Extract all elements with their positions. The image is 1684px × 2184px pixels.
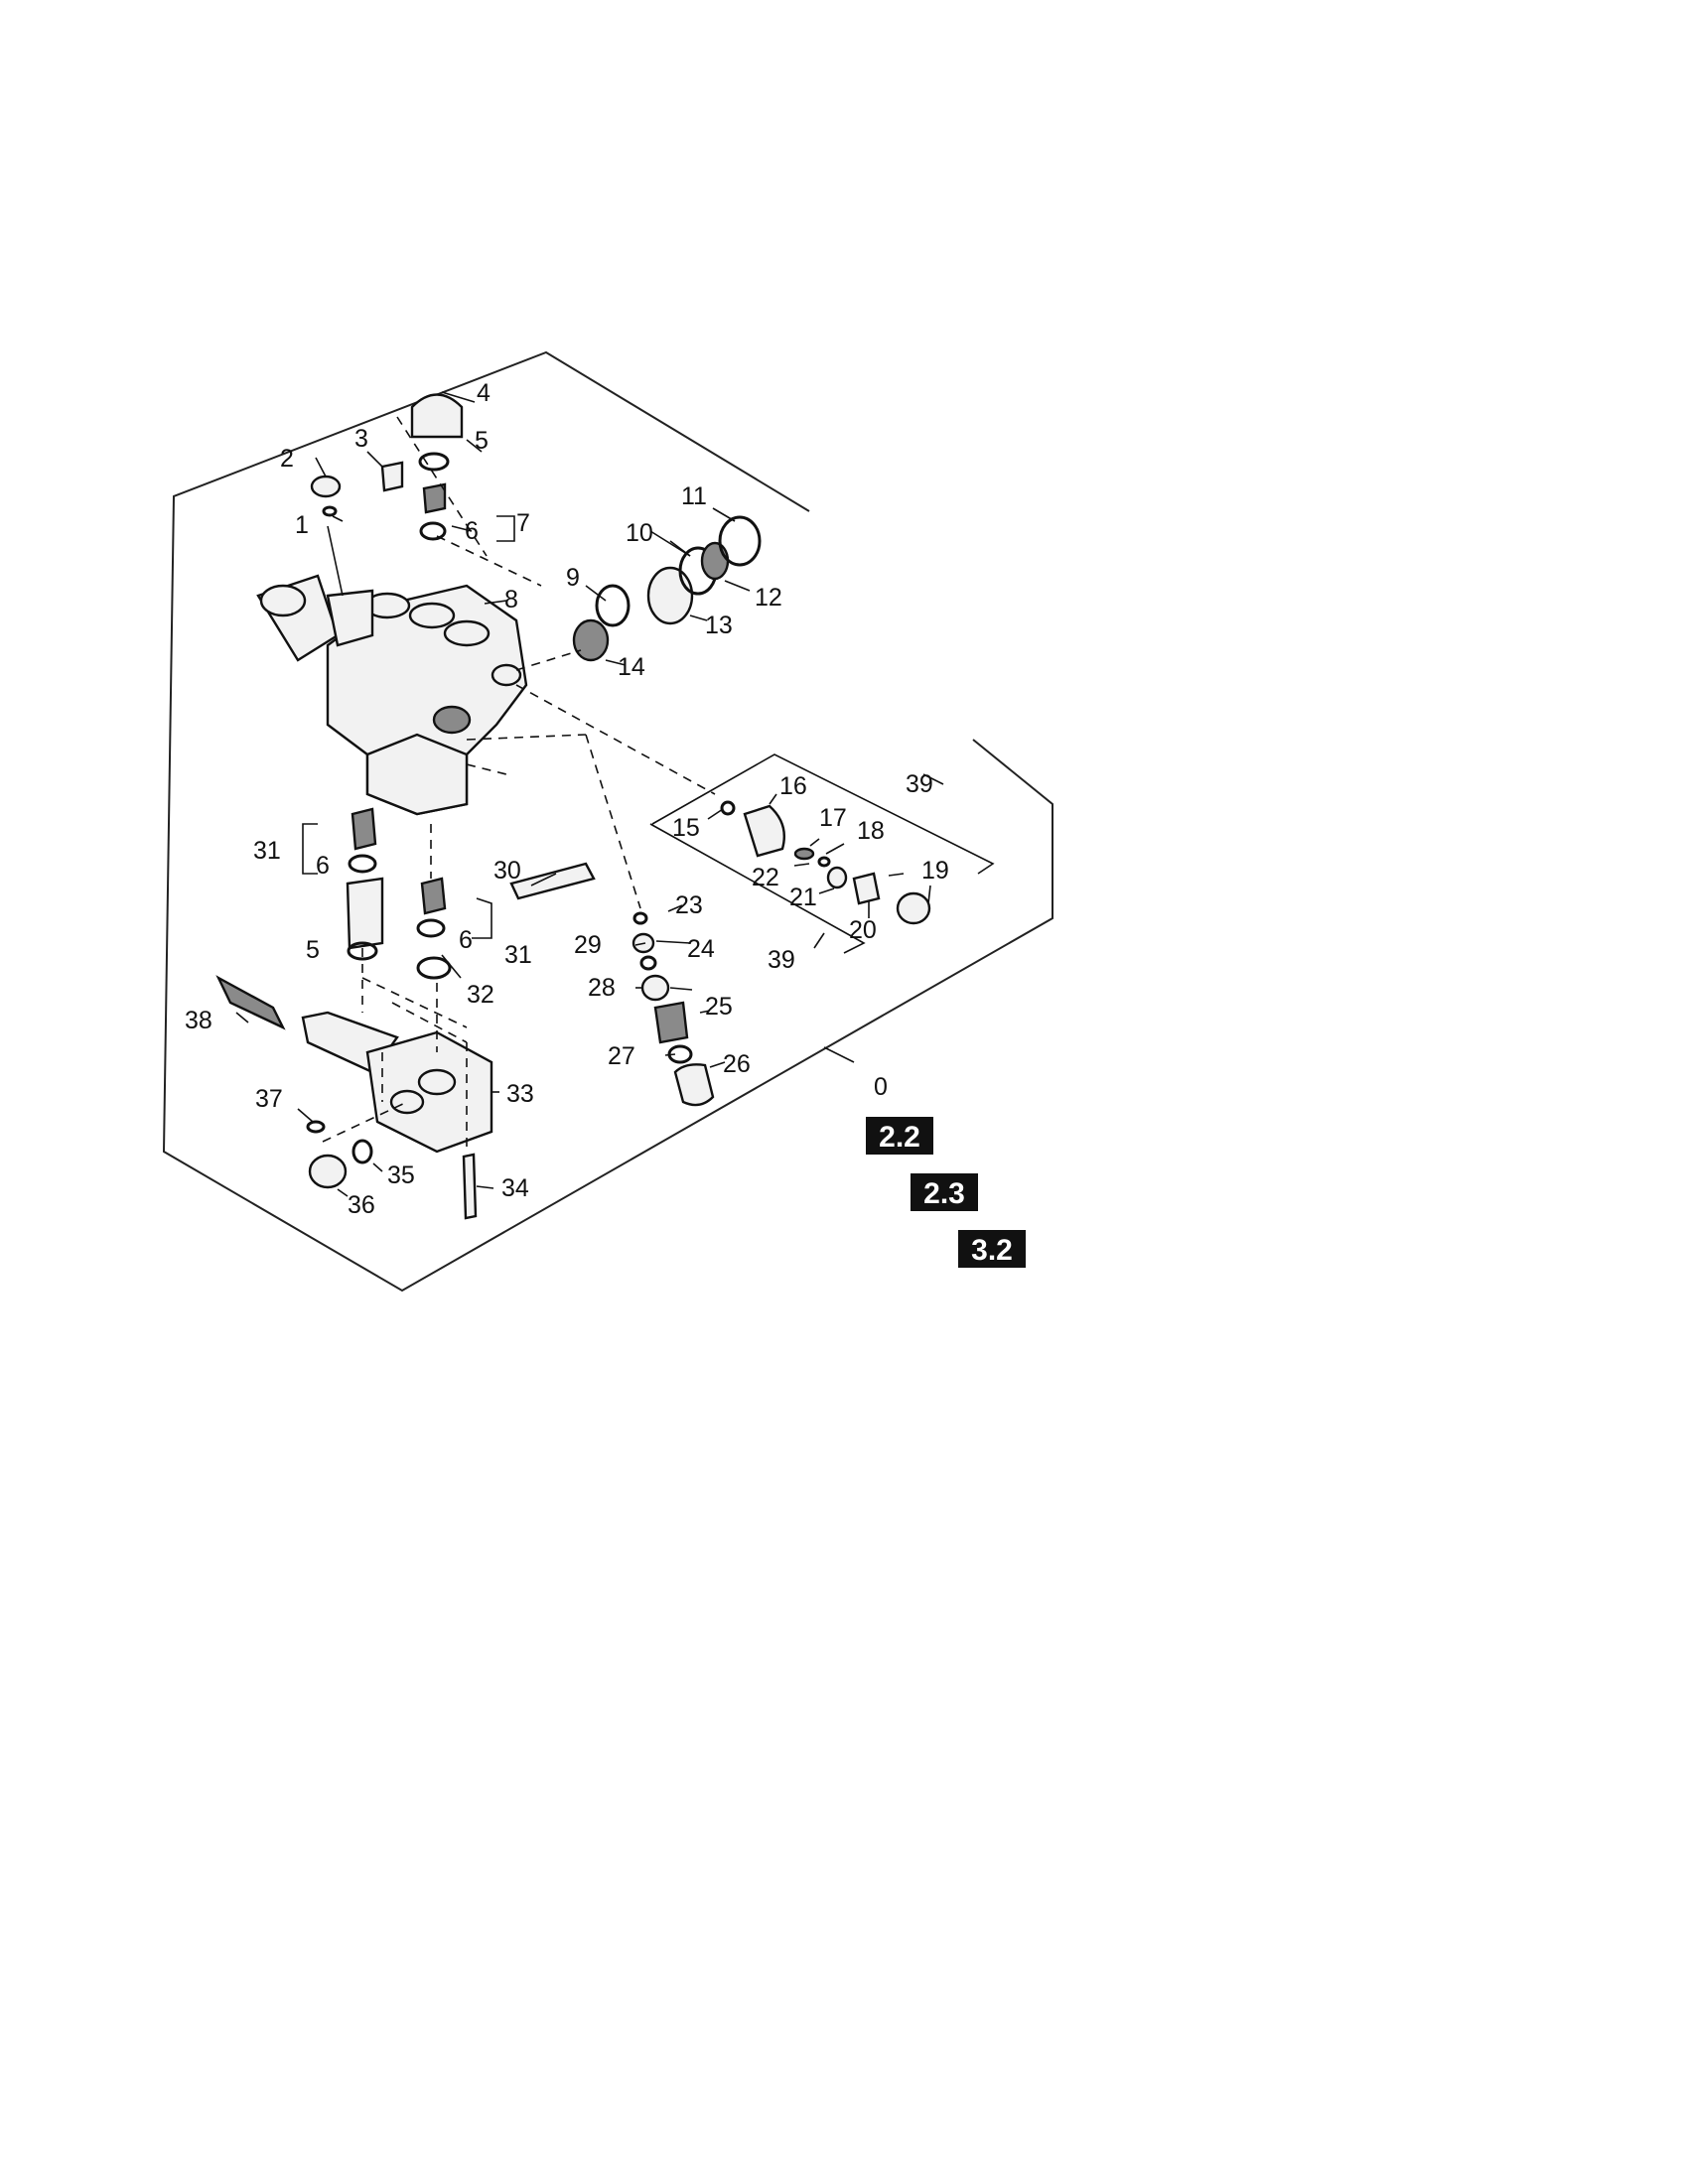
callout-35: 35 bbox=[387, 1161, 415, 1189]
callout-21: 21 bbox=[789, 884, 817, 911]
assembly-outline bbox=[162, 350, 1053, 1293]
callout-18: 18 bbox=[857, 817, 885, 845]
callout-39-bottom: 39 bbox=[768, 946, 795, 974]
callout-15: 15 bbox=[672, 814, 700, 842]
callout-17: 17 bbox=[819, 804, 847, 832]
svg-text:2.2: 2.2 bbox=[879, 1121, 920, 1154]
middle-valve-stack bbox=[416, 862, 596, 980]
relief-valve-parts bbox=[632, 911, 715, 1107]
callout-37: 37 bbox=[255, 1085, 283, 1113]
callout-16: 16 bbox=[779, 772, 807, 800]
callout-39-top: 39 bbox=[906, 770, 933, 798]
callout-1: 1 bbox=[295, 511, 309, 539]
callout-30: 30 bbox=[493, 857, 521, 885]
callout-10: 10 bbox=[626, 519, 653, 547]
svg-text:3.2: 3.2 bbox=[971, 1234, 1013, 1267]
section-badges: 2.2 2.3 3.2 bbox=[866, 1117, 1026, 1268]
left-valve-stack bbox=[346, 807, 384, 961]
inlet-block bbox=[215, 975, 493, 1220]
callout-23: 23 bbox=[675, 891, 703, 919]
callout-labels: 0 1 2 3 4 5 6 7 8 9 10 11 12 13 14 15 16… bbox=[185, 379, 949, 1219]
callout-5-upper: 5 bbox=[475, 427, 489, 455]
callout-3: 3 bbox=[354, 425, 368, 453]
callout-32: 32 bbox=[467, 981, 494, 1009]
callout-38: 38 bbox=[185, 1007, 212, 1034]
callout-0: 0 bbox=[874, 1073, 888, 1101]
callout-28: 28 bbox=[588, 974, 616, 1002]
callout-11: 11 bbox=[681, 482, 707, 510]
callout-7: 7 bbox=[516, 509, 530, 537]
section-badge-3-2: 3.2 bbox=[958, 1230, 1026, 1268]
unloader-parts bbox=[720, 800, 931, 925]
pump-head-body bbox=[256, 574, 528, 816]
callout-6-upper: 6 bbox=[465, 517, 479, 545]
callout-20: 20 bbox=[849, 916, 877, 944]
callout-25: 25 bbox=[705, 993, 733, 1021]
callout-4: 4 bbox=[477, 379, 491, 407]
callout-8: 8 bbox=[504, 586, 518, 614]
callout-33: 33 bbox=[506, 1080, 534, 1108]
callout-5-lower: 5 bbox=[306, 936, 320, 964]
section-badge-2-2: 2.2 bbox=[866, 1117, 933, 1155]
callout-29: 29 bbox=[574, 931, 602, 959]
callout-12: 12 bbox=[755, 584, 782, 612]
callout-26: 26 bbox=[723, 1050, 751, 1078]
callout-6-left: 6 bbox=[316, 852, 330, 880]
callout-9: 9 bbox=[566, 564, 580, 592]
callout-24: 24 bbox=[687, 935, 715, 963]
callout-34: 34 bbox=[501, 1174, 529, 1202]
leader-lines bbox=[235, 391, 995, 1197]
callout-19: 19 bbox=[921, 857, 949, 885]
upper-parts bbox=[310, 393, 762, 662]
callout-31-middle: 31 bbox=[504, 941, 532, 969]
callout-13: 13 bbox=[705, 612, 733, 639]
svg-text:2.3: 2.3 bbox=[923, 1177, 965, 1210]
callout-36: 36 bbox=[348, 1191, 375, 1219]
callout-27: 27 bbox=[608, 1042, 635, 1070]
callout-2: 2 bbox=[280, 445, 294, 473]
callout-31-left: 31 bbox=[253, 837, 281, 865]
section-badge-2-3: 2.3 bbox=[911, 1173, 978, 1211]
callout-6-middle: 6 bbox=[459, 926, 473, 954]
callout-14: 14 bbox=[618, 653, 645, 681]
callout-22: 22 bbox=[752, 864, 779, 891]
